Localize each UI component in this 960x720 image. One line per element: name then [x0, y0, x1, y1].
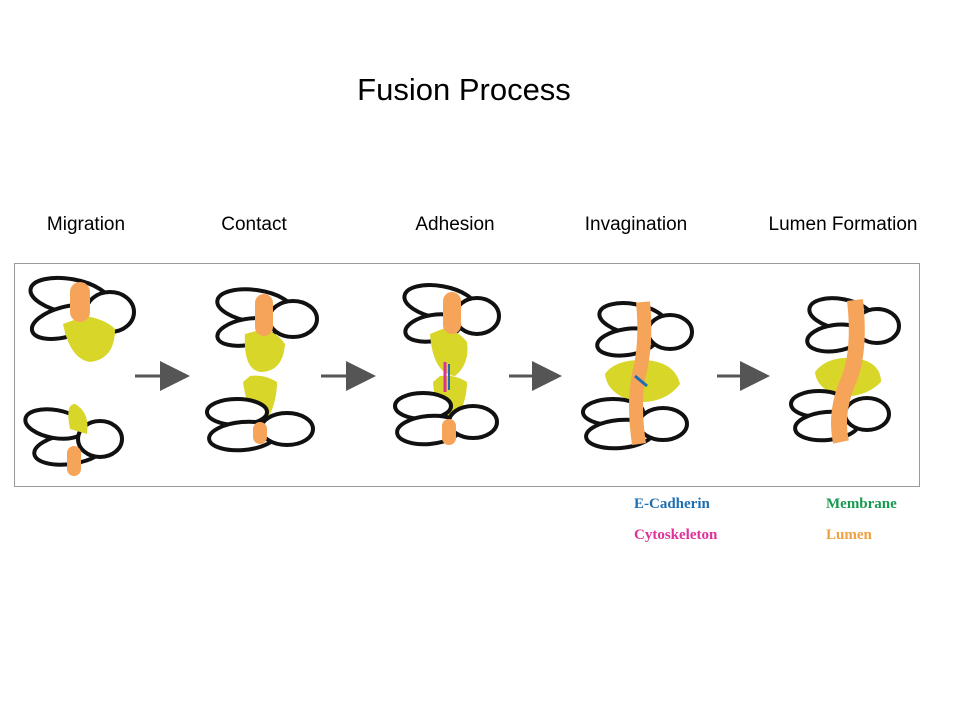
stages-illustration: [23, 275, 901, 476]
stage-migration-figure: [23, 275, 136, 476]
diagram-title: Fusion Process: [357, 72, 571, 107]
stage-label-invagination: Invagination: [584, 214, 688, 235]
stage-label-contact: Contact: [221, 214, 287, 235]
stage-contact-figure: [205, 287, 319, 453]
stage-adhesion-figure: [393, 283, 501, 447]
legend-membrane: Membrane: [826, 496, 897, 512]
stage-label-adhesion: Adhesion: [415, 214, 495, 235]
stage-label-migration: Migration: [46, 214, 126, 235]
stage-invagination-figure: [581, 301, 694, 451]
stage-label-lumen-formation: Lumen Formation: [768, 214, 918, 235]
legend-lumen: Lumen: [826, 527, 872, 543]
stage-lumen-formation-figure: [789, 296, 901, 444]
stages-panel: [14, 263, 920, 487]
legend-e-cadherin: E-Cadherin: [634, 496, 710, 512]
legend-cytoskeleton: Cytoskeleton: [634, 527, 718, 543]
